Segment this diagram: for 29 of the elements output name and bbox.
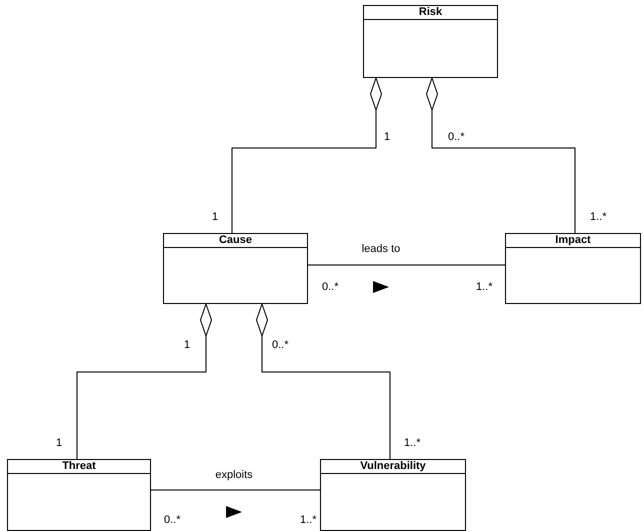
association-line	[308, 264, 506, 266]
multiplicity-label: 0..*	[448, 131, 465, 143]
class-name: Impact	[506, 234, 640, 248]
multiplicity-label: 1..*	[404, 437, 421, 449]
multiplicity-label: 1	[56, 437, 62, 449]
aggregation-line	[426, 78, 576, 234]
multiplicity-label: 0..*	[322, 281, 339, 293]
multiplicity-label: 1	[184, 339, 190, 351]
multiplicity-label: 0..*	[272, 339, 289, 351]
class-name: Vulnerability	[321, 460, 465, 474]
multiplicity-label: 1..*	[590, 211, 607, 223]
multiplicity-label: 1	[384, 131, 390, 143]
class-name: Cause	[164, 234, 307, 248]
multiplicity-label: 1..*	[300, 514, 317, 526]
aggregation-line	[256, 304, 390, 460]
class-box	[7, 459, 151, 531]
class-box	[163, 233, 308, 304]
class-box	[363, 5, 498, 78]
aggregation-line	[232, 78, 382, 234]
aggregation-line	[76, 304, 212, 460]
class-box	[505, 233, 641, 304]
multiplicity-label: 1..*	[476, 281, 493, 293]
class-box	[320, 459, 466, 531]
multiplicity-label: 1	[212, 211, 218, 223]
edge-label: leads to	[360, 243, 402, 255]
class-name: Threat	[8, 460, 150, 474]
multiplicity-label: 0..*	[164, 514, 181, 526]
class-name: Risk	[364, 6, 497, 20]
edge-label: exploits	[214, 469, 254, 481]
